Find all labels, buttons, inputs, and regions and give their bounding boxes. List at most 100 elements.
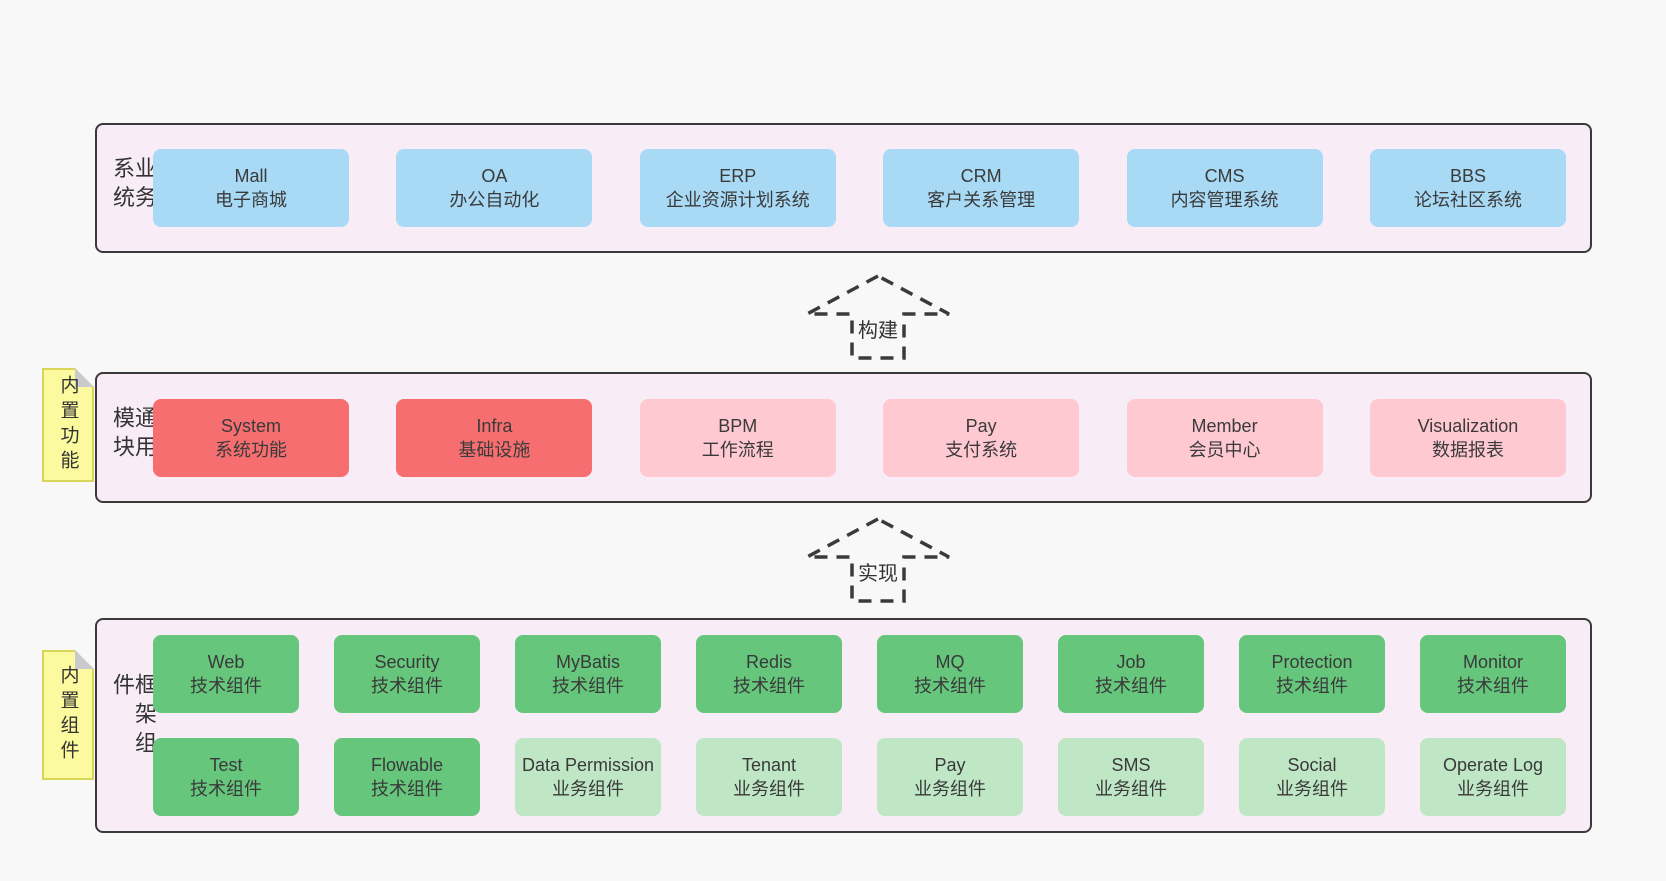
module-title: MQ xyxy=(935,652,965,672)
module-title: CRM xyxy=(960,166,1002,186)
sticky-note-builtin-components: 内置组件 xyxy=(42,650,94,780)
module-subtitle: 技术组件 xyxy=(914,676,986,696)
sticky-note-builtin-features: 内置功能 xyxy=(42,368,94,482)
implement-arrow: 实现 xyxy=(803,517,953,603)
module-subtitle: 业务组件 xyxy=(552,779,624,799)
module-box-data-permission: Data Permission 业务组件 xyxy=(515,738,661,816)
module-subtitle: 技术组件 xyxy=(552,676,624,696)
module-title: Mall xyxy=(234,166,268,186)
module-box-sms: SMS 业务组件 xyxy=(1058,738,1204,816)
module-title: CMS xyxy=(1204,166,1245,186)
module-subtitle: 电子商城 xyxy=(215,190,287,210)
module-box-protection: Protection 技术组件 xyxy=(1239,635,1385,713)
module-subtitle: 技术组件 xyxy=(1095,676,1167,696)
module-box-visualization: Visualization 数据报表 xyxy=(1369,398,1566,477)
module-title: Protection xyxy=(1271,652,1353,672)
module-box-cms: CMS 内容管理系统 xyxy=(1126,149,1323,227)
module-subtitle: 技术组件 xyxy=(371,779,443,799)
sticky-note-text: 内置功能 xyxy=(57,375,79,475)
module-title: BPM xyxy=(718,415,758,436)
module-box-monitor: Monitor 技术组件 xyxy=(1420,635,1566,713)
module-subtitle: 技术组件 xyxy=(190,779,262,799)
module-title: Infra xyxy=(476,415,513,436)
module-title: Pay xyxy=(934,755,966,775)
module-box-infra: Infra 基础设施 xyxy=(396,398,593,477)
module-box-member: Member 会员中心 xyxy=(1126,398,1323,477)
module-box-pay: Pay 支付系统 xyxy=(883,398,1080,477)
module-title: Data Permission xyxy=(521,755,655,775)
module-title: Monitor xyxy=(1462,652,1524,672)
band-boxes: System 系统功能 Infra 基础设施 BPM 工作流程 Pay 支付系统 Member 会… xyxy=(153,374,1566,501)
module-subtitle: 业务组件 xyxy=(1095,779,1167,799)
module-box-tenant: Tenant 业务组件 xyxy=(696,738,842,816)
module-box-pay: Pay 业务组件 xyxy=(877,738,1023,816)
module-box-bpm: BPM 工作流程 xyxy=(639,398,836,477)
module-subtitle: 业务组件 xyxy=(1276,779,1348,799)
module-title: Pay xyxy=(965,415,997,436)
box-row: System 系统功能 Infra 基础设施 BPM 工作流程 Pay 支付系统 Member 会… xyxy=(153,398,1566,477)
module-title: Flowable xyxy=(370,755,444,775)
module-box-operate-log: Operate Log 业务组件 xyxy=(1420,738,1566,816)
arrow-label: 实现 xyxy=(855,557,901,586)
module-title: BBS xyxy=(1449,166,1486,186)
module-title: Visualization xyxy=(1417,415,1519,436)
module-box-flowable: Flowable 技术组件 xyxy=(334,738,480,816)
module-title: Redis xyxy=(745,652,793,672)
module-box-mybatis: MyBatis 技术组件 xyxy=(515,635,661,713)
module-title: System xyxy=(220,415,281,436)
module-subtitle: 业务组件 xyxy=(914,779,986,799)
module-title: Web xyxy=(207,652,245,672)
module-subtitle: 业务组件 xyxy=(1457,779,1529,799)
module-subtitle: 技术组件 xyxy=(733,676,805,696)
module-subtitle: 支付系统 xyxy=(945,439,1018,460)
module-subtitle: 数据报表 xyxy=(1431,439,1504,460)
module-subtitle: 系统功能 xyxy=(215,439,287,460)
module-box-erp: ERP 企业资源计划系统 xyxy=(639,149,836,227)
module-subtitle: 企业资源计划系统 xyxy=(665,190,810,210)
sticky-note-text: 内置组件 xyxy=(57,665,79,765)
module-box-redis: Redis 技术组件 xyxy=(696,635,842,713)
module-title: OA xyxy=(481,166,508,186)
module-box-system: System 系统功能 xyxy=(153,398,349,477)
module-title: Security xyxy=(374,652,440,672)
module-title: Test xyxy=(209,755,243,775)
module-box-security: Security 技术组件 xyxy=(334,635,480,713)
build-arrow: 构建 xyxy=(803,274,953,360)
module-title: SMS xyxy=(1111,755,1151,775)
band-label: 框架组件 xyxy=(110,672,157,760)
module-subtitle: 技术组件 xyxy=(1276,676,1348,696)
module-title: Operate Log xyxy=(1442,755,1544,775)
module-title: Tenant xyxy=(741,755,797,775)
module-subtitle: 工作流程 xyxy=(701,439,774,460)
module-box-test: Test 技术组件 xyxy=(153,738,299,816)
dashed-up-arrow-icon xyxy=(806,517,950,603)
module-subtitle: 技术组件 xyxy=(1457,676,1529,696)
module-box-web: Web 技术组件 xyxy=(153,635,299,713)
band-label: 业务系统 xyxy=(110,156,157,215)
module-subtitle: 会员中心 xyxy=(1188,439,1261,460)
module-subtitle: 技术组件 xyxy=(190,676,262,696)
module-title: MyBatis xyxy=(555,652,620,672)
module-box-mq: MQ 技术组件 xyxy=(877,635,1023,713)
module-subtitle: 技术组件 xyxy=(371,676,443,696)
module-subtitle: 内容管理系统 xyxy=(1170,190,1279,210)
module-subtitle: 基础设施 xyxy=(458,439,531,460)
module-subtitle: 业务组件 xyxy=(733,779,805,799)
module-title: Member xyxy=(1191,415,1258,436)
module-box-bbs: BBS 论坛社区系统 xyxy=(1369,149,1566,227)
module-subtitle: 论坛社区系统 xyxy=(1413,190,1522,210)
module-title: ERP xyxy=(719,166,757,186)
module-box-mall: Mall 电子商城 xyxy=(153,149,349,227)
module-title: Social xyxy=(1287,755,1337,775)
